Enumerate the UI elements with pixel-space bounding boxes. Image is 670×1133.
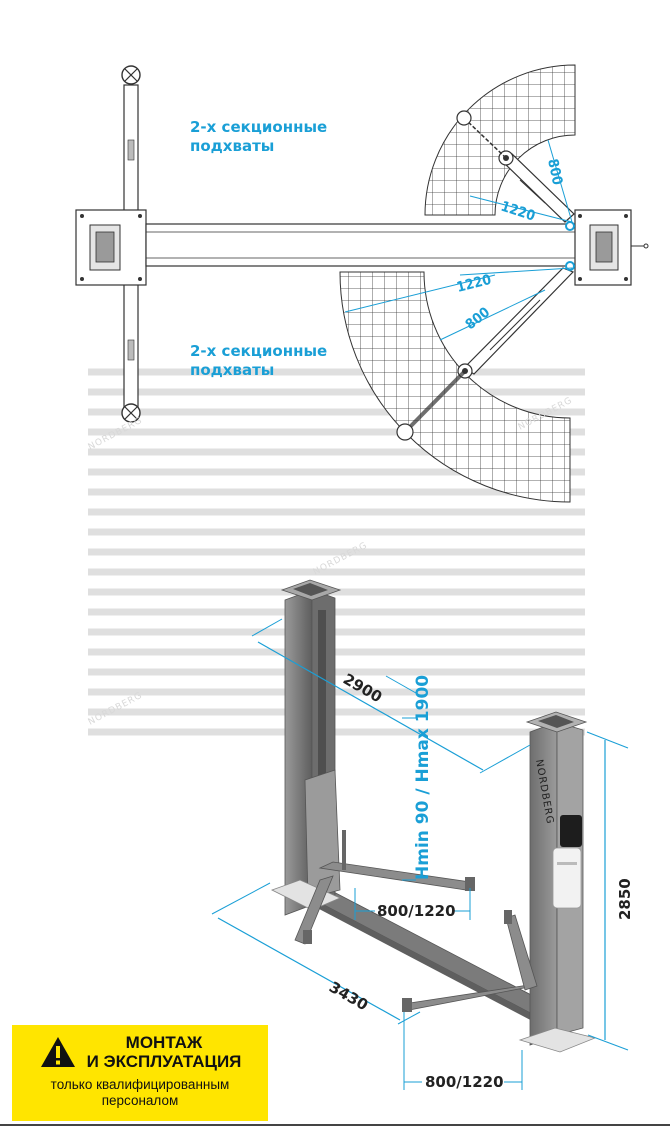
dim-arm-short-bottom: 800 xyxy=(463,304,494,333)
background-text-lines xyxy=(88,368,585,736)
warning-title-line1: МОНТАЖ xyxy=(125,1033,203,1052)
dim-depth: 3430 xyxy=(326,978,371,1014)
label-top-line2: подхваты xyxy=(190,137,274,155)
dim-arm-reach-upper: 800/1220 xyxy=(377,902,456,920)
top-view: 800 1220 1220 800 2-х секционные подхват… xyxy=(75,64,649,503)
warning-banner: МОНТАЖ И ЭКСПЛУАТАЦИЯ только квалифициро… xyxy=(12,1025,268,1121)
dim-arm-reach-lower: 800/1220 xyxy=(425,1073,504,1091)
warning-triangle-icon xyxy=(40,1037,75,1067)
warning-subtitle-line2: персоналом xyxy=(101,1093,179,1108)
iso-view: NORDBERG 2900 Hmin 90 / Hmax 1900 800/12… xyxy=(211,579,634,1091)
dim-height-range: Hmin 90 / Hmax 1900 xyxy=(413,675,433,880)
swing-zone-top xyxy=(424,64,576,216)
dim-arm-long-top: 1220 xyxy=(499,199,538,225)
label-top-line1: 2-х секционные xyxy=(190,118,327,136)
page-bottom-rule xyxy=(0,1124,670,1126)
arm-bottom xyxy=(396,261,575,441)
label-bottom-line2: подхваты xyxy=(190,361,274,379)
dim-post-height: 2850 xyxy=(616,878,634,920)
dim-arm-short-top: 800 xyxy=(544,158,565,187)
label-bottom-line1: 2-х секционные xyxy=(190,342,327,360)
warning-title-line2: И ЭКСПЛУАТАЦИЯ xyxy=(86,1052,242,1071)
warning-subtitle-line1: только квалифицированным xyxy=(50,1077,230,1092)
swing-zone-bottom xyxy=(339,271,571,503)
arm-top xyxy=(456,110,575,231)
